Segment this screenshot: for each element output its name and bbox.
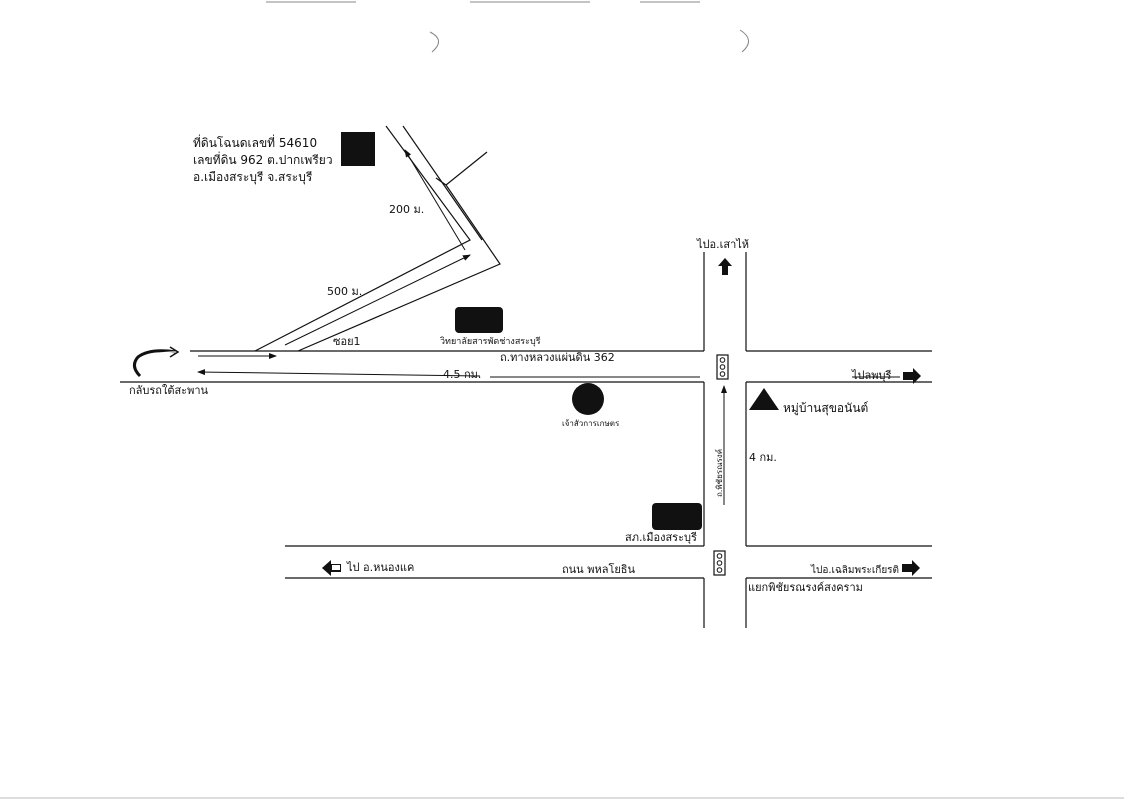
agri-shop-label: เจ้าสัวการเกษตร (562, 419, 620, 428)
distance-4km: 4 กม. (749, 451, 777, 464)
parcel-marker (341, 132, 375, 166)
highway-362 (120, 350, 932, 383)
distance-4-5km: 4.5 กม. (443, 368, 482, 381)
direction-chaloem: ไปอ.เฉลิมพระเกียรติ (811, 565, 900, 576)
police-station-label: สภ.เมืองสระบุรี (625, 531, 697, 544)
u-turn-label: กลับรถใต้สะพาน (129, 384, 209, 397)
village-label: หมู่บ้านสุขอนันต์ (783, 401, 869, 415)
agri-shop-marker (572, 383, 604, 415)
parcel-land-number: เลขที่ดิน 962 ต.ปากเพรียว (193, 153, 333, 167)
arrow-right-icon (902, 560, 920, 576)
traffic-light-icon (716, 354, 729, 380)
junction-label: แยกพิชัยรณรงค์สงคราม (748, 581, 863, 594)
arrow-right-icon (903, 368, 921, 384)
police-station-marker (652, 503, 702, 530)
highway-362-label: ถ.ทางหลวงแผ่นดิน 362 (500, 351, 615, 364)
phichai-ronnarong-road (703, 252, 747, 628)
route-arrows (197, 149, 900, 505)
phichai-ronnarong-label: ถ.พิชัยรณรงค์ (715, 448, 724, 497)
direction-nong-khae: ไป อ.หนองแค (347, 561, 415, 574)
arrow-left-icon (322, 560, 341, 576)
distance-200m: 200 ม. (389, 203, 425, 216)
soi-1-road (254, 125, 501, 352)
direction-sao-hai: ไปอ.เสาไห้ (697, 238, 750, 251)
parcel-title-deed: ที่ดินโฉนดเลขที่ 54610 (193, 136, 318, 150)
phahon-yothin-label: ถนน พหลโยธิน (562, 563, 636, 576)
phahon-yothin-road (285, 545, 932, 579)
parcel-district: อ.เมืองสระบุรี จ.สระบุรี (193, 170, 313, 184)
soi-1-label: ซอย1 (333, 335, 361, 348)
village-marker (749, 388, 779, 410)
arrow-up-icon (718, 258, 732, 275)
distance-500m: 500 ม. (327, 285, 363, 298)
college-marker (455, 307, 503, 333)
parcel-info: ที่ดินโฉนดเลขที่ 54610 เลขที่ดิน 962 ต.ป… (193, 135, 333, 186)
direction-lopburi: ไปลพบุรี (852, 369, 892, 382)
college-label: วิทยาลัยสารพัดช่างสระบุรี (440, 337, 541, 347)
u-turn-icon (133, 346, 180, 378)
traffic-light-icon (713, 550, 726, 576)
